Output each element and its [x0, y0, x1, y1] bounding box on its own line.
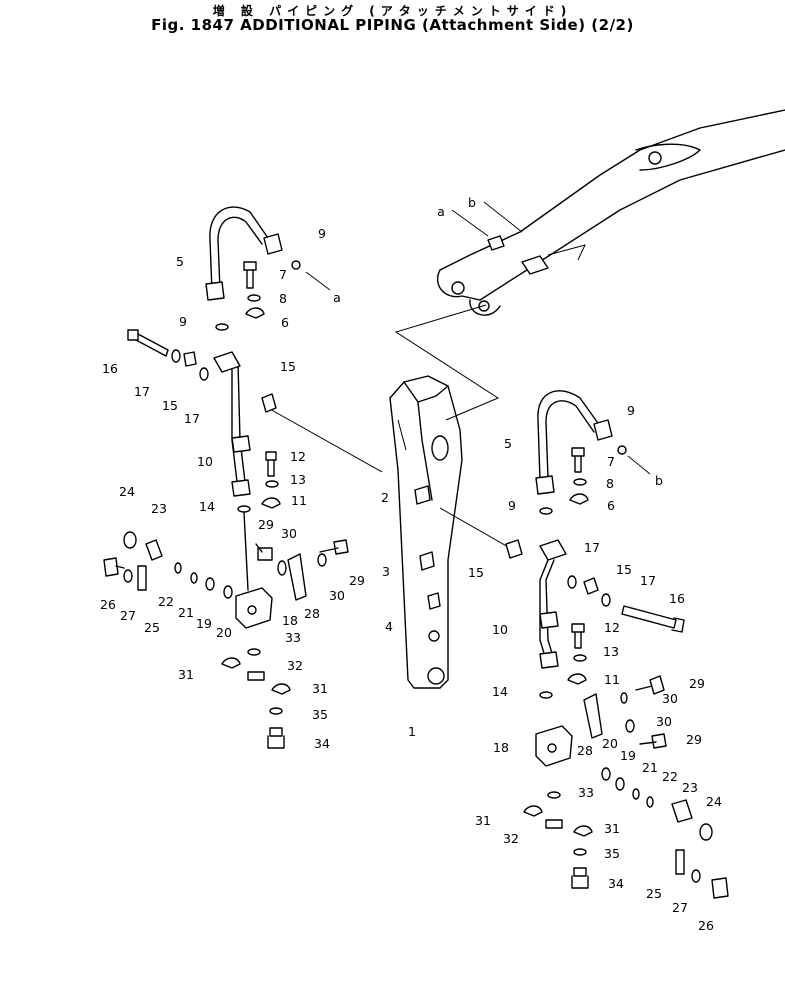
- part-callout-c29la: 29: [258, 517, 274, 532]
- part-callout-c13r: 13: [603, 644, 619, 659]
- part-callout-c27r: 27: [672, 900, 688, 915]
- part-callout-c29ra: 29: [689, 676, 705, 691]
- part-callout-cb1: b: [468, 195, 476, 210]
- part-callout-c15la: 15: [280, 359, 296, 374]
- part-callout-c23r: 23: [682, 780, 698, 795]
- part-callout-c9la: 9: [318, 226, 326, 241]
- part-callout-c7r: 7: [607, 454, 615, 469]
- part-callout-c27l: 27: [120, 608, 136, 623]
- part-callout-c17la: 17: [134, 384, 150, 399]
- part-callout-c9rb: 9: [508, 498, 516, 513]
- part-callout-c3: 3: [382, 564, 390, 579]
- hose-connection-line: [267, 407, 383, 473]
- part-callout-c30rb: 30: [656, 714, 672, 729]
- part-callout-c26r: 26: [698, 918, 714, 933]
- part-callout-c7l: 7: [279, 267, 287, 282]
- part-callout-c28r: 28: [577, 743, 593, 758]
- part-callout-c31rb: 31: [604, 821, 620, 836]
- left-pipe-assembly: [127, 329, 281, 513]
- part-callout-cb2: b: [655, 473, 663, 488]
- part-callout-c31ra: 31: [475, 813, 491, 828]
- part-callout-c17ra: 17: [584, 540, 600, 555]
- part-callout-c25r: 25: [646, 886, 662, 901]
- part-callout-c5r: 5: [504, 436, 512, 451]
- part-callout-c16r: 16: [669, 591, 685, 606]
- part-callout-c25l: 25: [144, 620, 160, 635]
- part-callout-c24l: 24: [119, 484, 135, 499]
- part-callout-c28l: 28: [304, 606, 320, 621]
- part-callout-c10l: 10: [197, 454, 213, 469]
- part-callout-c12l: 12: [290, 449, 306, 464]
- part-callout-c34l: 34: [314, 736, 330, 751]
- part-callout-c1: 1: [408, 724, 416, 739]
- part-callout-c2: 2: [381, 490, 389, 505]
- left-valve-assembly: [103, 511, 349, 749]
- part-callout-ca1: a: [437, 204, 445, 219]
- part-callout-c30lb: 30: [329, 588, 345, 603]
- arm-assembly: [389, 375, 463, 689]
- left-hose-assembly: [205, 206, 301, 331]
- part-callout-c13l: 13: [290, 472, 306, 487]
- part-callout-c32r: 32: [503, 831, 519, 846]
- figure-title: Fig. 1847 ADDITIONAL PIPING (Attachment …: [151, 16, 634, 34]
- right-valve-assembly: [523, 675, 729, 899]
- part-callout-c33r: 33: [578, 785, 594, 800]
- part-callout-c6r: 6: [607, 498, 615, 513]
- part-callout-c20r: 20: [602, 736, 618, 751]
- right-hose-assembly: [535, 390, 627, 515]
- part-callout-c21r: 21: [642, 760, 658, 775]
- part-callout-c6l: 6: [281, 315, 289, 330]
- part-callout-c10r: 10: [492, 622, 508, 637]
- boom-arm: [436, 109, 785, 316]
- part-callout-c15ra: 15: [468, 565, 484, 580]
- part-callout-c15lb: 15: [162, 398, 178, 413]
- part-callout-c5l: 5: [176, 254, 184, 269]
- figure-title-japanese: 増 設 パイピング (アタッチメントサイド): [212, 4, 573, 18]
- part-callout-c20l: 20: [216, 625, 232, 640]
- part-callout-c18r: 18: [493, 740, 509, 755]
- part-callout-c12r: 12: [604, 620, 620, 635]
- part-callout-c29rb: 29: [686, 732, 702, 747]
- part-callout-c35r: 35: [604, 846, 620, 861]
- part-callout-ca2: a: [333, 290, 341, 305]
- callout-layer: 1234567899101112131415151617171819202122…: [100, 195, 722, 933]
- part-callout-c4: 4: [385, 619, 393, 634]
- part-callout-c17rb: 17: [640, 573, 656, 588]
- section-line: [394, 304, 500, 421]
- part-callout-c34r: 34: [608, 876, 624, 891]
- part-callout-c30ra: 30: [662, 691, 678, 706]
- part-callout-c15rb: 15: [616, 562, 632, 577]
- arrow-markers: [305, 201, 651, 475]
- part-callout-c14l: 14: [199, 499, 215, 514]
- part-callout-c8l: 8: [279, 291, 287, 306]
- part-callout-c29lb: 29: [349, 573, 365, 588]
- part-callout-c19r: 19: [620, 748, 636, 763]
- part-callout-c17lb: 17: [184, 411, 200, 426]
- part-callout-c9ra: 9: [627, 403, 635, 418]
- part-callout-c11l: 11: [291, 493, 307, 508]
- part-callout-c16l: 16: [102, 361, 118, 376]
- part-callout-c11r: 11: [604, 672, 620, 687]
- part-callout-c22r: 22: [662, 769, 678, 784]
- part-callout-c9lb: 9: [179, 314, 187, 329]
- part-callout-c14r: 14: [492, 684, 508, 699]
- part-callout-c33l: 33: [285, 630, 301, 645]
- hose-connection-line-right: [439, 507, 511, 549]
- part-callout-c30la: 30: [281, 526, 297, 541]
- part-callout-c8r: 8: [606, 476, 614, 491]
- part-callout-c35l: 35: [312, 707, 328, 722]
- part-callout-c22l: 22: [158, 594, 174, 609]
- part-callout-c26l: 26: [100, 597, 116, 612]
- part-callout-c23l: 23: [151, 501, 167, 516]
- part-callout-c21l: 21: [178, 605, 194, 620]
- part-callout-c24r: 24: [706, 794, 722, 809]
- part-callout-c19l: 19: [196, 616, 212, 631]
- part-callout-c31la: 31: [178, 667, 194, 682]
- part-callout-c18l: 18: [282, 613, 298, 628]
- part-callout-c32l: 32: [287, 658, 303, 673]
- part-callout-c31lb: 31: [312, 681, 328, 696]
- right-pipe-assembly: [505, 539, 685, 699]
